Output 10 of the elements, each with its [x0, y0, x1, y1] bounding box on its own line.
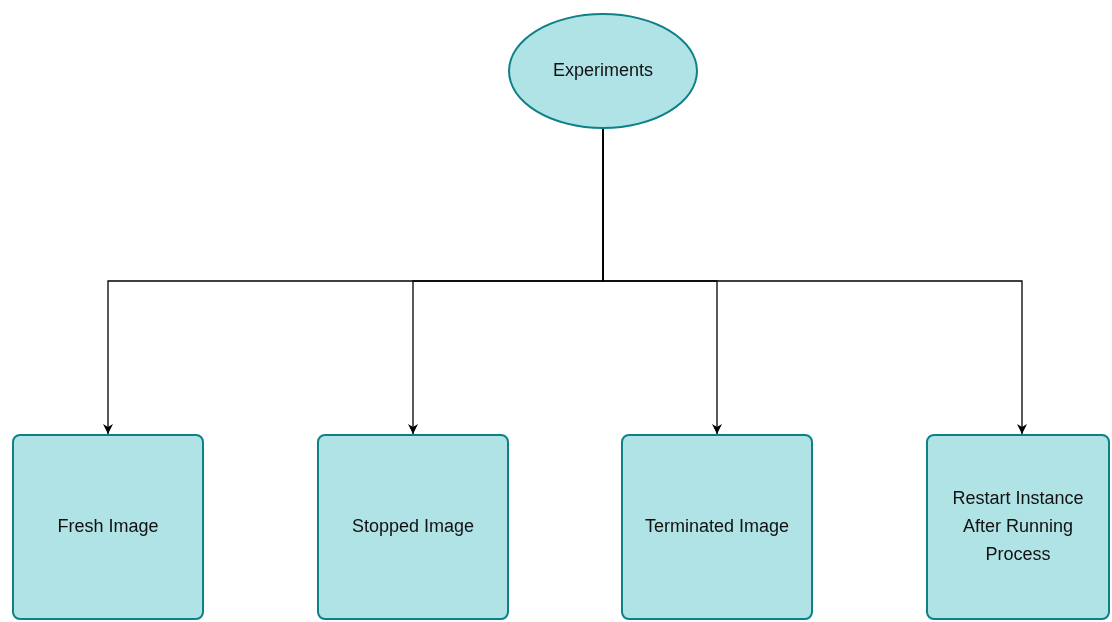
process-box	[317, 434, 509, 620]
node-label: Terminated Image	[644, 515, 790, 539]
process-box	[12, 434, 204, 620]
process-box	[926, 434, 1110, 620]
node-label: Fresh Image	[57, 515, 159, 539]
process-box	[621, 434, 813, 620]
arrow	[602, 128, 1027, 435]
node-label: Restart Instance After Running Process	[951, 487, 1085, 566]
node-label: Stopped Image	[351, 515, 475, 539]
node-label: Experiments	[552, 59, 653, 83]
